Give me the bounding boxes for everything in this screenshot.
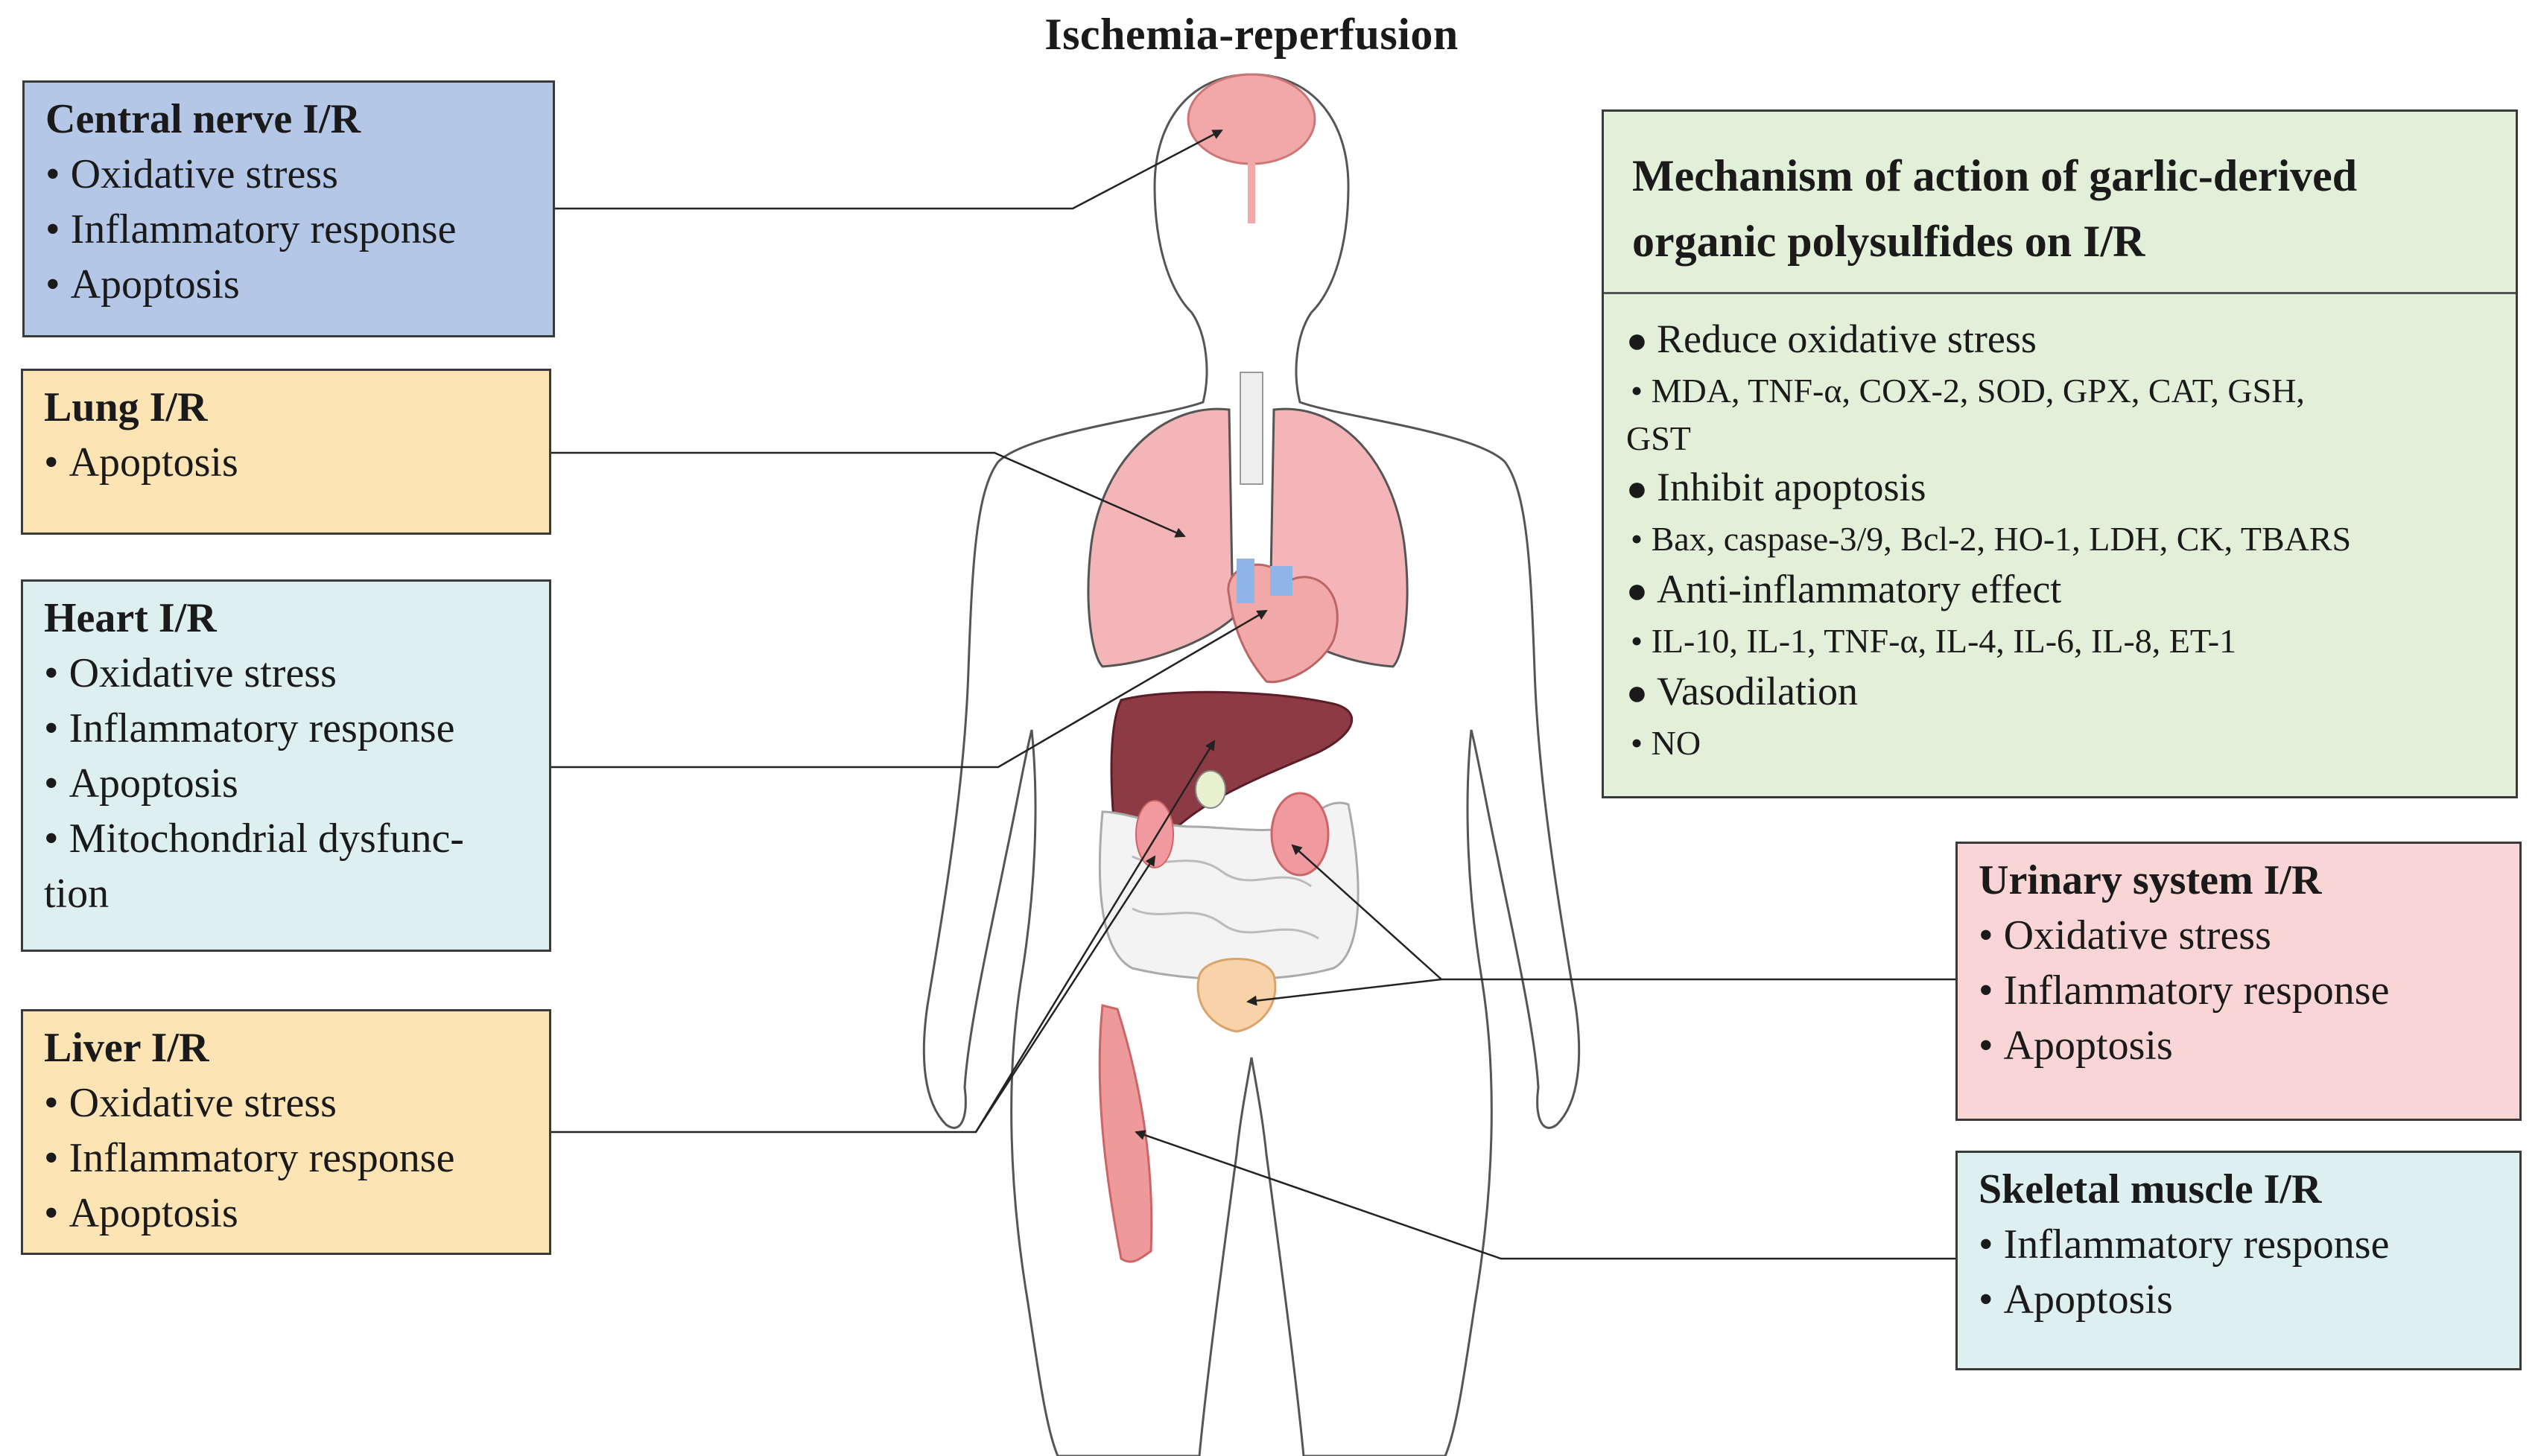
liver-heading: Liver I/R (44, 1025, 209, 1071)
lung-item: Apoptosis (44, 435, 530, 490)
mechanism-section-label: Reduce oxidative stress (1626, 314, 2498, 366)
mechanism-box: Mechanism of action of garlic-derived or… (1602, 109, 2518, 798)
urinary-heading: Urinary system I/R (1979, 857, 2322, 903)
lung-box: Lung I/R Apoptosis (21, 369, 551, 535)
liver-item: Apoptosis (44, 1186, 530, 1241)
skeletal-muscle-heading: Skeletal muscle I/R (1979, 1166, 2322, 1212)
central-nerve-item: Inflammatory response (45, 202, 533, 257)
mechanism-heading-line2: organic polysulfides on I/R (1632, 217, 2145, 266)
liver-item: Inflammatory response (44, 1131, 530, 1186)
heart-box: Heart I/R Oxidative stress Inflammatory … (21, 579, 551, 952)
heart-item: Apoptosis (44, 756, 530, 811)
connector-lung (551, 451, 1186, 538)
brain-organ (1187, 73, 1316, 165)
heart-item: Oxidative stress (44, 646, 530, 701)
liver-item: Oxidative stress (44, 1075, 530, 1131)
central-nerve-box: Central nerve I/R Oxidative stress Infla… (22, 80, 555, 337)
skeletal-muscle-box: Skeletal muscle I/R Inflammatory respons… (1955, 1151, 2522, 1370)
left-lung-organ (1087, 407, 1234, 668)
connector-central-nerve (555, 129, 1223, 210)
mechanism-section-detail: Bax, caspase-3/9, Bcl-2, HO-1, LDH, CK, … (1626, 515, 2498, 564)
diagram-title: Ischemia-reperfusion (1044, 10, 1459, 59)
heart-item: Mitochondrial dysfunc- (44, 811, 530, 866)
skeletal-muscle-item: Apoptosis (1979, 1272, 2500, 1327)
mechanism-heading-line1: Mechanism of action of garlic-derived (1632, 151, 2358, 200)
liver-box: Liver I/R Oxidative stress Inflammatory … (21, 1009, 551, 1255)
urinary-item: Apoptosis (1979, 1018, 2500, 1073)
heart-heading: Heart I/R (44, 595, 217, 641)
urinary-box: Urinary system I/R Oxidative stress Infl… (1955, 842, 2522, 1121)
connector-heart (551, 609, 1268, 769)
mechanism-section-detail: IL-10, IL-1, TNF-α, IL-4, IL-6, IL-8, ET… (1626, 617, 2498, 666)
connector-liver-b (974, 855, 1156, 1133)
lung-heading: Lung I/R (44, 384, 208, 430)
mechanism-section-label: Anti-inflammatory effect (1626, 564, 2498, 617)
mechanism-section-label: Vasodilation (1626, 666, 2498, 719)
trachea-organ (1240, 372, 1263, 485)
mechanism-section-detail-continued: GST (1626, 419, 1691, 457)
mechanism-body: Reduce oxidative stress MDA, TNF-α, COX-… (1604, 294, 2516, 768)
heart-organ (1227, 563, 1339, 684)
skeletal-muscle-organ (1098, 1004, 1153, 1263)
heart-item: Inflammatory response (44, 701, 530, 756)
bladder-organ (1196, 958, 1277, 1033)
mechanism-section-label: Inhibit apoptosis (1626, 462, 2498, 515)
connector-urinary-b (1246, 978, 1442, 1006)
mechanism-section-detail: MDA, TNF-α, COX-2, SOD, GPX, CAT, GSH, (1626, 366, 2498, 416)
urinary-item: Inflammatory response (1979, 963, 2500, 1018)
central-nerve-item: Apoptosis (45, 257, 533, 312)
skeletal-muscle-item: Inflammatory response (1979, 1217, 2500, 1272)
urinary-item: Oxidative stress (1979, 908, 2500, 963)
central-nerve-item: Oxidative stress (45, 147, 533, 202)
kidney-organ (1270, 792, 1330, 877)
heart-item-continued: tion (44, 871, 110, 917)
central-nerve-heading: Central nerve I/R (45, 96, 361, 142)
mechanism-heading: Mechanism of action of garlic-derived or… (1604, 112, 2516, 294)
mechanism-section-detail: NO (1626, 719, 2498, 768)
connector-skeletal (1135, 1130, 1955, 1260)
